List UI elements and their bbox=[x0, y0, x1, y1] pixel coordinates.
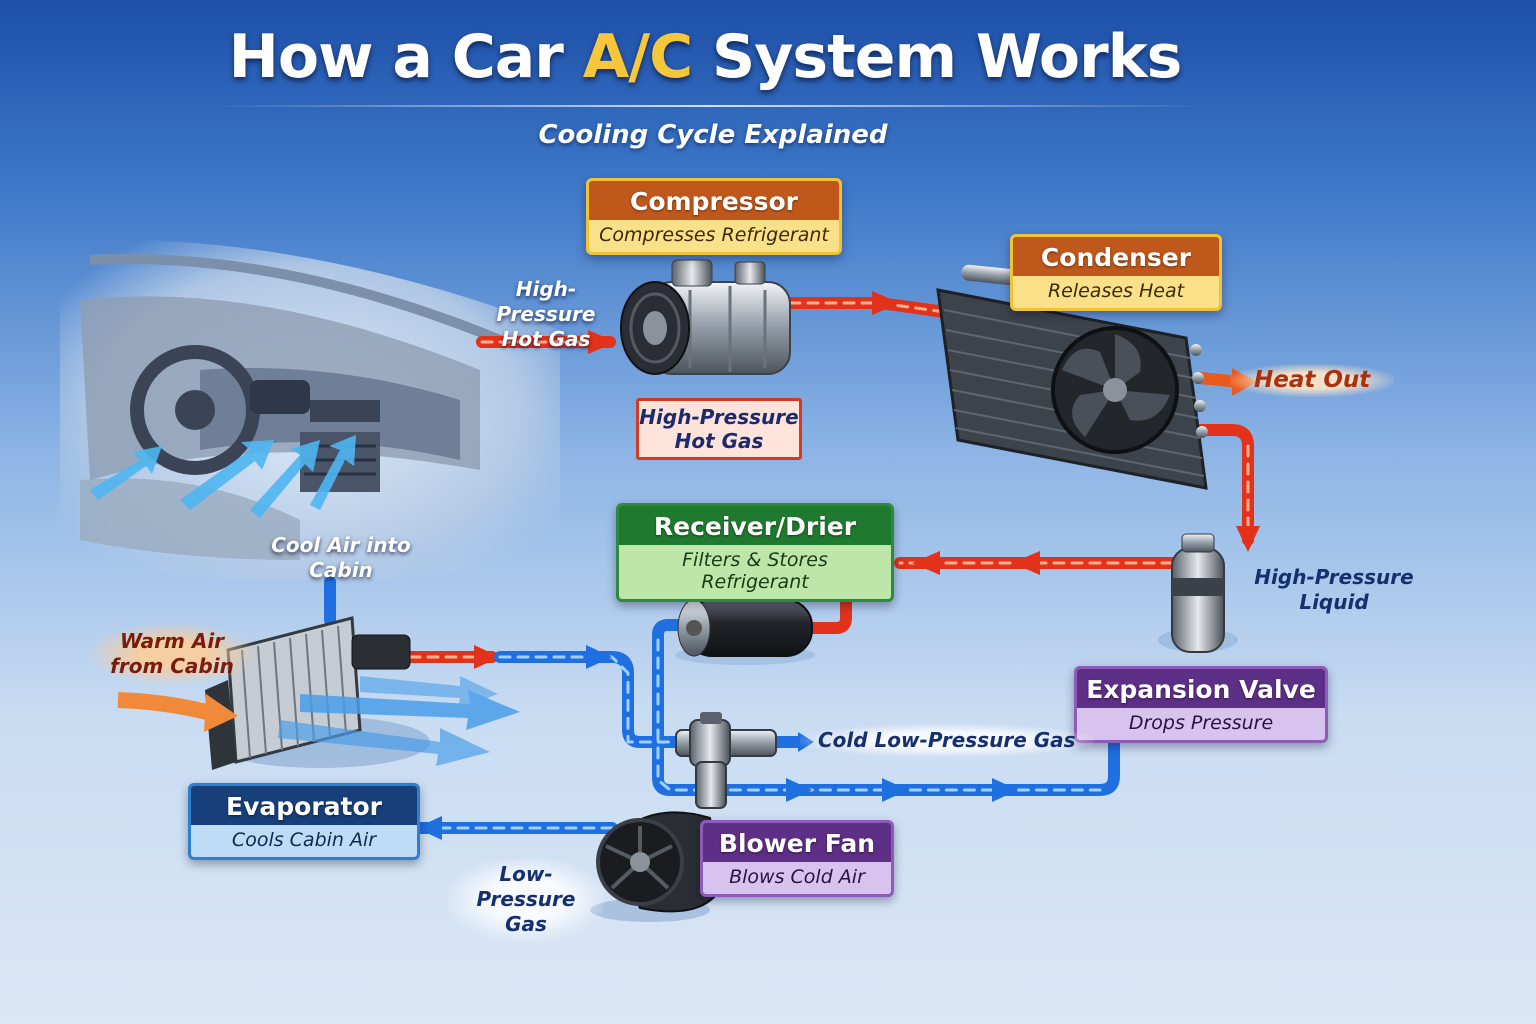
cold-arrow-6 bbox=[416, 816, 442, 840]
heat-out-label: Heat Out bbox=[1230, 364, 1395, 397]
expansion-valve-desc: Drops Pressure bbox=[1128, 712, 1274, 734]
hot-line-drier-loop bbox=[806, 569, 852, 634]
evaporator-desc: Cools Cabin Air bbox=[231, 829, 377, 851]
cold-arrow-1 bbox=[586, 645, 612, 669]
condenser-name: Condenser bbox=[1013, 237, 1219, 276]
cold-low-pressure-gas-label: Cold Low-Pressure Gas bbox=[800, 724, 1094, 757]
warm-air-arrow bbox=[117, 692, 238, 732]
cool-air-into-cabin-label: Cool Air into Cabin bbox=[271, 533, 411, 582]
blower-fan-label: Blower Fan Blows Cold Air bbox=[700, 820, 894, 897]
cold-arrow-4 bbox=[992, 778, 1018, 802]
title-highlight: A/C bbox=[582, 22, 693, 92]
blower-fan-illustration bbox=[590, 811, 722, 922]
title-divider bbox=[210, 105, 1210, 107]
hot-arrow-3 bbox=[1236, 526, 1260, 552]
compressor-label: Compressor Compresses Refrigerant bbox=[586, 178, 842, 255]
condenser-desc: Releases Heat bbox=[1047, 280, 1185, 302]
expansion-valve-name: Expansion Valve bbox=[1077, 669, 1325, 708]
receiver-tank-illustration bbox=[1158, 533, 1238, 653]
hot-arrow-1 bbox=[588, 330, 616, 354]
cabin-dashboard-illustration bbox=[60, 239, 560, 580]
drier-illustration bbox=[675, 599, 815, 665]
cold-air-out-arrows bbox=[278, 676, 520, 766]
cool-air-arrows bbox=[90, 435, 356, 518]
hot-arrow-6 bbox=[474, 645, 500, 669]
condenser-label: Condenser Releases Heat bbox=[1010, 234, 1222, 311]
evaporator-label: Evaporator Cools Cabin Air bbox=[188, 783, 420, 860]
refrigerant-lines bbox=[324, 291, 1260, 840]
compressor-name: Compressor bbox=[589, 181, 839, 220]
subtitle: Cooling Cycle Explained bbox=[538, 120, 888, 150]
page-title: How a Car A/C System Works bbox=[228, 22, 1183, 92]
expansion-valve-illustration bbox=[675, 712, 777, 809]
hot-arrow-5 bbox=[912, 551, 940, 575]
hot-arrow-4 bbox=[1012, 551, 1040, 575]
blower-fan-name: Blower Fan bbox=[703, 823, 891, 862]
hot-line-condenser-to-receiver-tank bbox=[1194, 424, 1254, 546]
compressor-illustration bbox=[620, 259, 791, 375]
cold-arrow-2 bbox=[786, 778, 812, 802]
hot-arrow-2 bbox=[872, 291, 900, 315]
receiver-drier-desc: Filters & Stores Refrigerant bbox=[682, 549, 828, 593]
expansion-valve-label: Expansion Valve Drops Pressure bbox=[1074, 666, 1328, 743]
compressor-desc: Compresses Refrigerant bbox=[599, 224, 829, 246]
receiver-drier-name: Receiver/Drier bbox=[619, 506, 891, 545]
evaporator-name: Evaporator bbox=[191, 786, 417, 825]
cold-line-drier-to-valve bbox=[652, 619, 1120, 796]
evaporator-illustration bbox=[117, 616, 520, 770]
blower-fan-desc: Blows Cold Air bbox=[729, 866, 865, 888]
cold-arrow-3 bbox=[882, 778, 908, 802]
receiver-drier-label: Receiver/Drier Filters & Stores Refriger… bbox=[616, 503, 894, 602]
